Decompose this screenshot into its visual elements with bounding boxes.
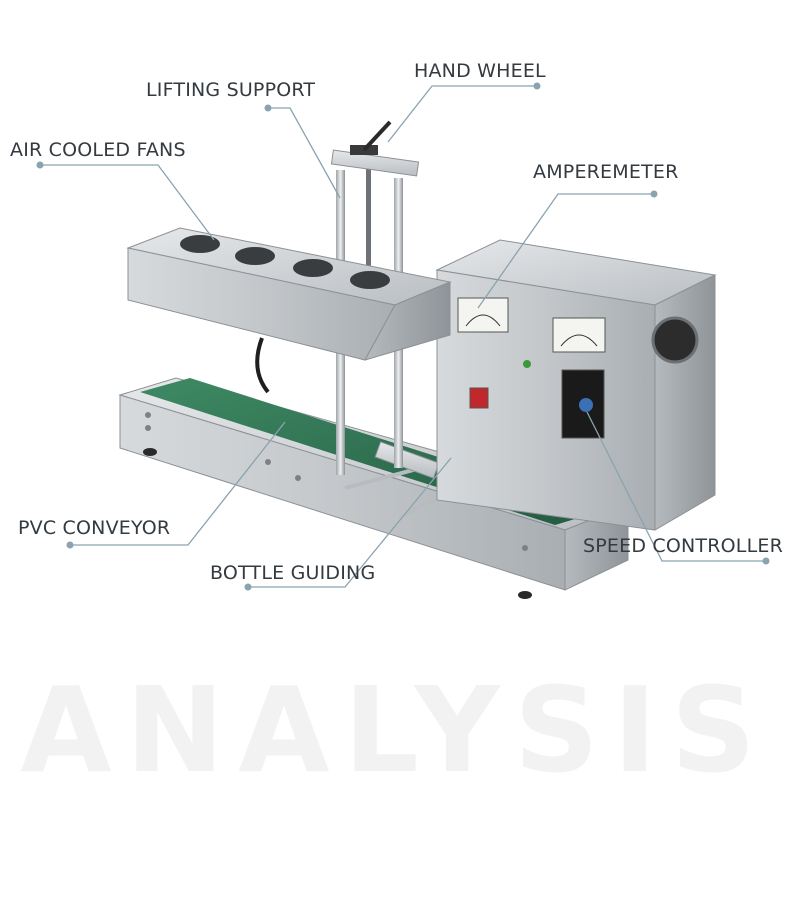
callout-line-hand-wheel xyxy=(387,85,537,143)
callout-line-air-cooled-fans xyxy=(40,164,215,241)
callout-dot-amperemeter xyxy=(650,190,658,198)
callout-line-lifting-support xyxy=(268,107,341,199)
callout-line-bottle-guiding xyxy=(248,457,452,588)
callout-dot-speed-controller xyxy=(762,557,770,565)
label-bottle-guiding: BOTTLE GUIDING xyxy=(210,562,376,584)
label-lifting-support: LIFTING SUPPORT xyxy=(146,79,316,101)
label-air-cooled-fans: AIR COOLED FANS xyxy=(10,139,186,161)
induction-head xyxy=(126,227,452,394)
label-amperemeter: AMPEREMETER xyxy=(533,161,679,183)
callout-line-amperemeter xyxy=(477,193,654,309)
callout-dot-hand-wheel xyxy=(533,82,541,90)
callout-dot-lifting-support xyxy=(264,104,272,112)
callout-line-pvc-conveyor xyxy=(70,421,286,546)
label-hand-wheel: HAND WHEEL xyxy=(414,60,546,82)
callout-dot-bottle-guiding xyxy=(244,583,252,591)
callout-dot-pvc-conveyor xyxy=(66,541,74,549)
control-cabinet xyxy=(435,239,717,531)
callout-line-speed-controller xyxy=(586,411,766,562)
callout-dot-air-cooled-fans xyxy=(36,161,44,169)
analysis-watermark: ANALYSIS xyxy=(20,665,770,795)
label-pvc-conveyor: PVC CONVEYOR xyxy=(18,517,171,539)
label-speed-controller: SPEED CONTROLLER xyxy=(583,535,783,557)
